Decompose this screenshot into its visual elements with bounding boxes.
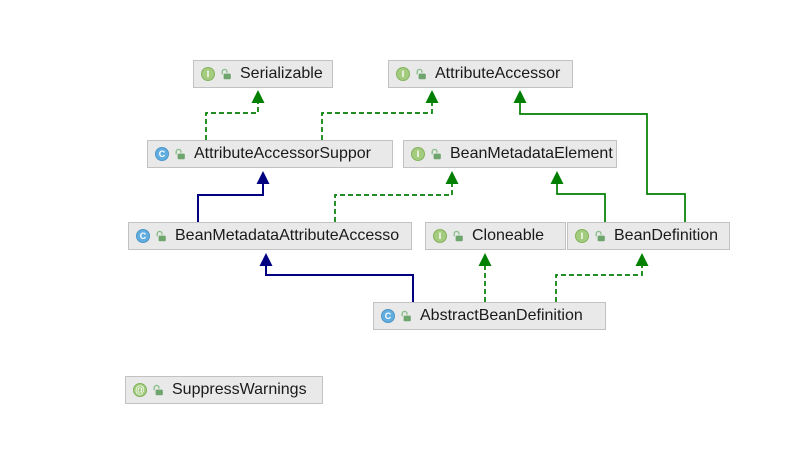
public-unlocked-icon <box>595 230 605 242</box>
public-unlocked-icon <box>156 230 166 242</box>
node-label: SuppressWarnings <box>172 381 307 398</box>
interface-icon: I <box>201 67 215 81</box>
public-unlocked-icon <box>221 68 231 80</box>
public-unlocked-icon <box>401 310 411 322</box>
class-icon: C <box>136 229 150 243</box>
node-label: BeanDefinition <box>614 227 719 244</box>
node-attribute-accessor[interactable]: I AttributeAccessor <box>388 60 573 88</box>
public-unlocked-icon <box>153 384 163 396</box>
node-abstract-bean-definition[interactable]: C AbstractBeanDefinition <box>373 302 606 330</box>
node-attribute-accessor-support[interactable]: C AttributeAccessorSuppor <box>147 140 393 168</box>
class-icon: C <box>381 309 395 323</box>
interface-icon: I <box>433 229 447 243</box>
edge-beandefinition-extends-attributeaccessor <box>513 90 686 222</box>
edge-attributeaccessorsupport-implements-attributeaccessor <box>321 90 439 140</box>
edge-abstractbeandefinition-extends-beanmetadataattributeaccessor <box>259 253 414 302</box>
node-bean-metadata-attribute-accessor[interactable]: C BeanMetadataAttributeAccesso <box>128 222 412 250</box>
edge-attributeaccessorsupport-implements-serializable <box>205 90 265 140</box>
class-icon: C <box>155 147 169 161</box>
interface-icon: I <box>411 147 425 161</box>
node-label: BeanMetadataAttributeAccesso <box>175 227 400 244</box>
public-unlocked-icon <box>431 148 441 160</box>
node-label: AttributeAccessorSuppor <box>194 145 371 162</box>
edge-abstractbeandefinition-implements-cloneable <box>478 253 492 302</box>
edge-beandefinition-extends-beanmetadataelement <box>550 171 606 222</box>
node-serializable[interactable]: I Serializable <box>193 60 333 88</box>
interface-icon: I <box>396 67 410 81</box>
node-label: Cloneable <box>472 227 545 244</box>
annotation-icon: @ <box>133 383 147 397</box>
public-unlocked-icon <box>416 68 426 80</box>
edge-abstractbeandefinition-implements-beandefinition <box>555 253 649 302</box>
interface-icon: I <box>575 229 589 243</box>
node-cloneable[interactable]: I Cloneable <box>425 222 566 250</box>
edge-beanmetadataattributeaccessor-extends-attributeaccessorsupport <box>197 171 270 222</box>
edge-beanmetadataattributeaccessor-implements-beanmetadataelement <box>334 171 459 222</box>
node-bean-metadata-element[interactable]: I BeanMetadataElement <box>403 140 617 168</box>
node-bean-definition[interactable]: I BeanDefinition <box>567 222 730 250</box>
node-label: AbstractBeanDefinition <box>420 307 583 324</box>
node-label: Serializable <box>240 65 323 82</box>
public-unlocked-icon <box>453 230 463 242</box>
node-suppress-warnings[interactable]: @ SuppressWarnings <box>125 376 323 404</box>
node-label: AttributeAccessor <box>435 65 561 82</box>
public-unlocked-icon <box>175 148 185 160</box>
node-label: BeanMetadataElement <box>450 145 613 162</box>
